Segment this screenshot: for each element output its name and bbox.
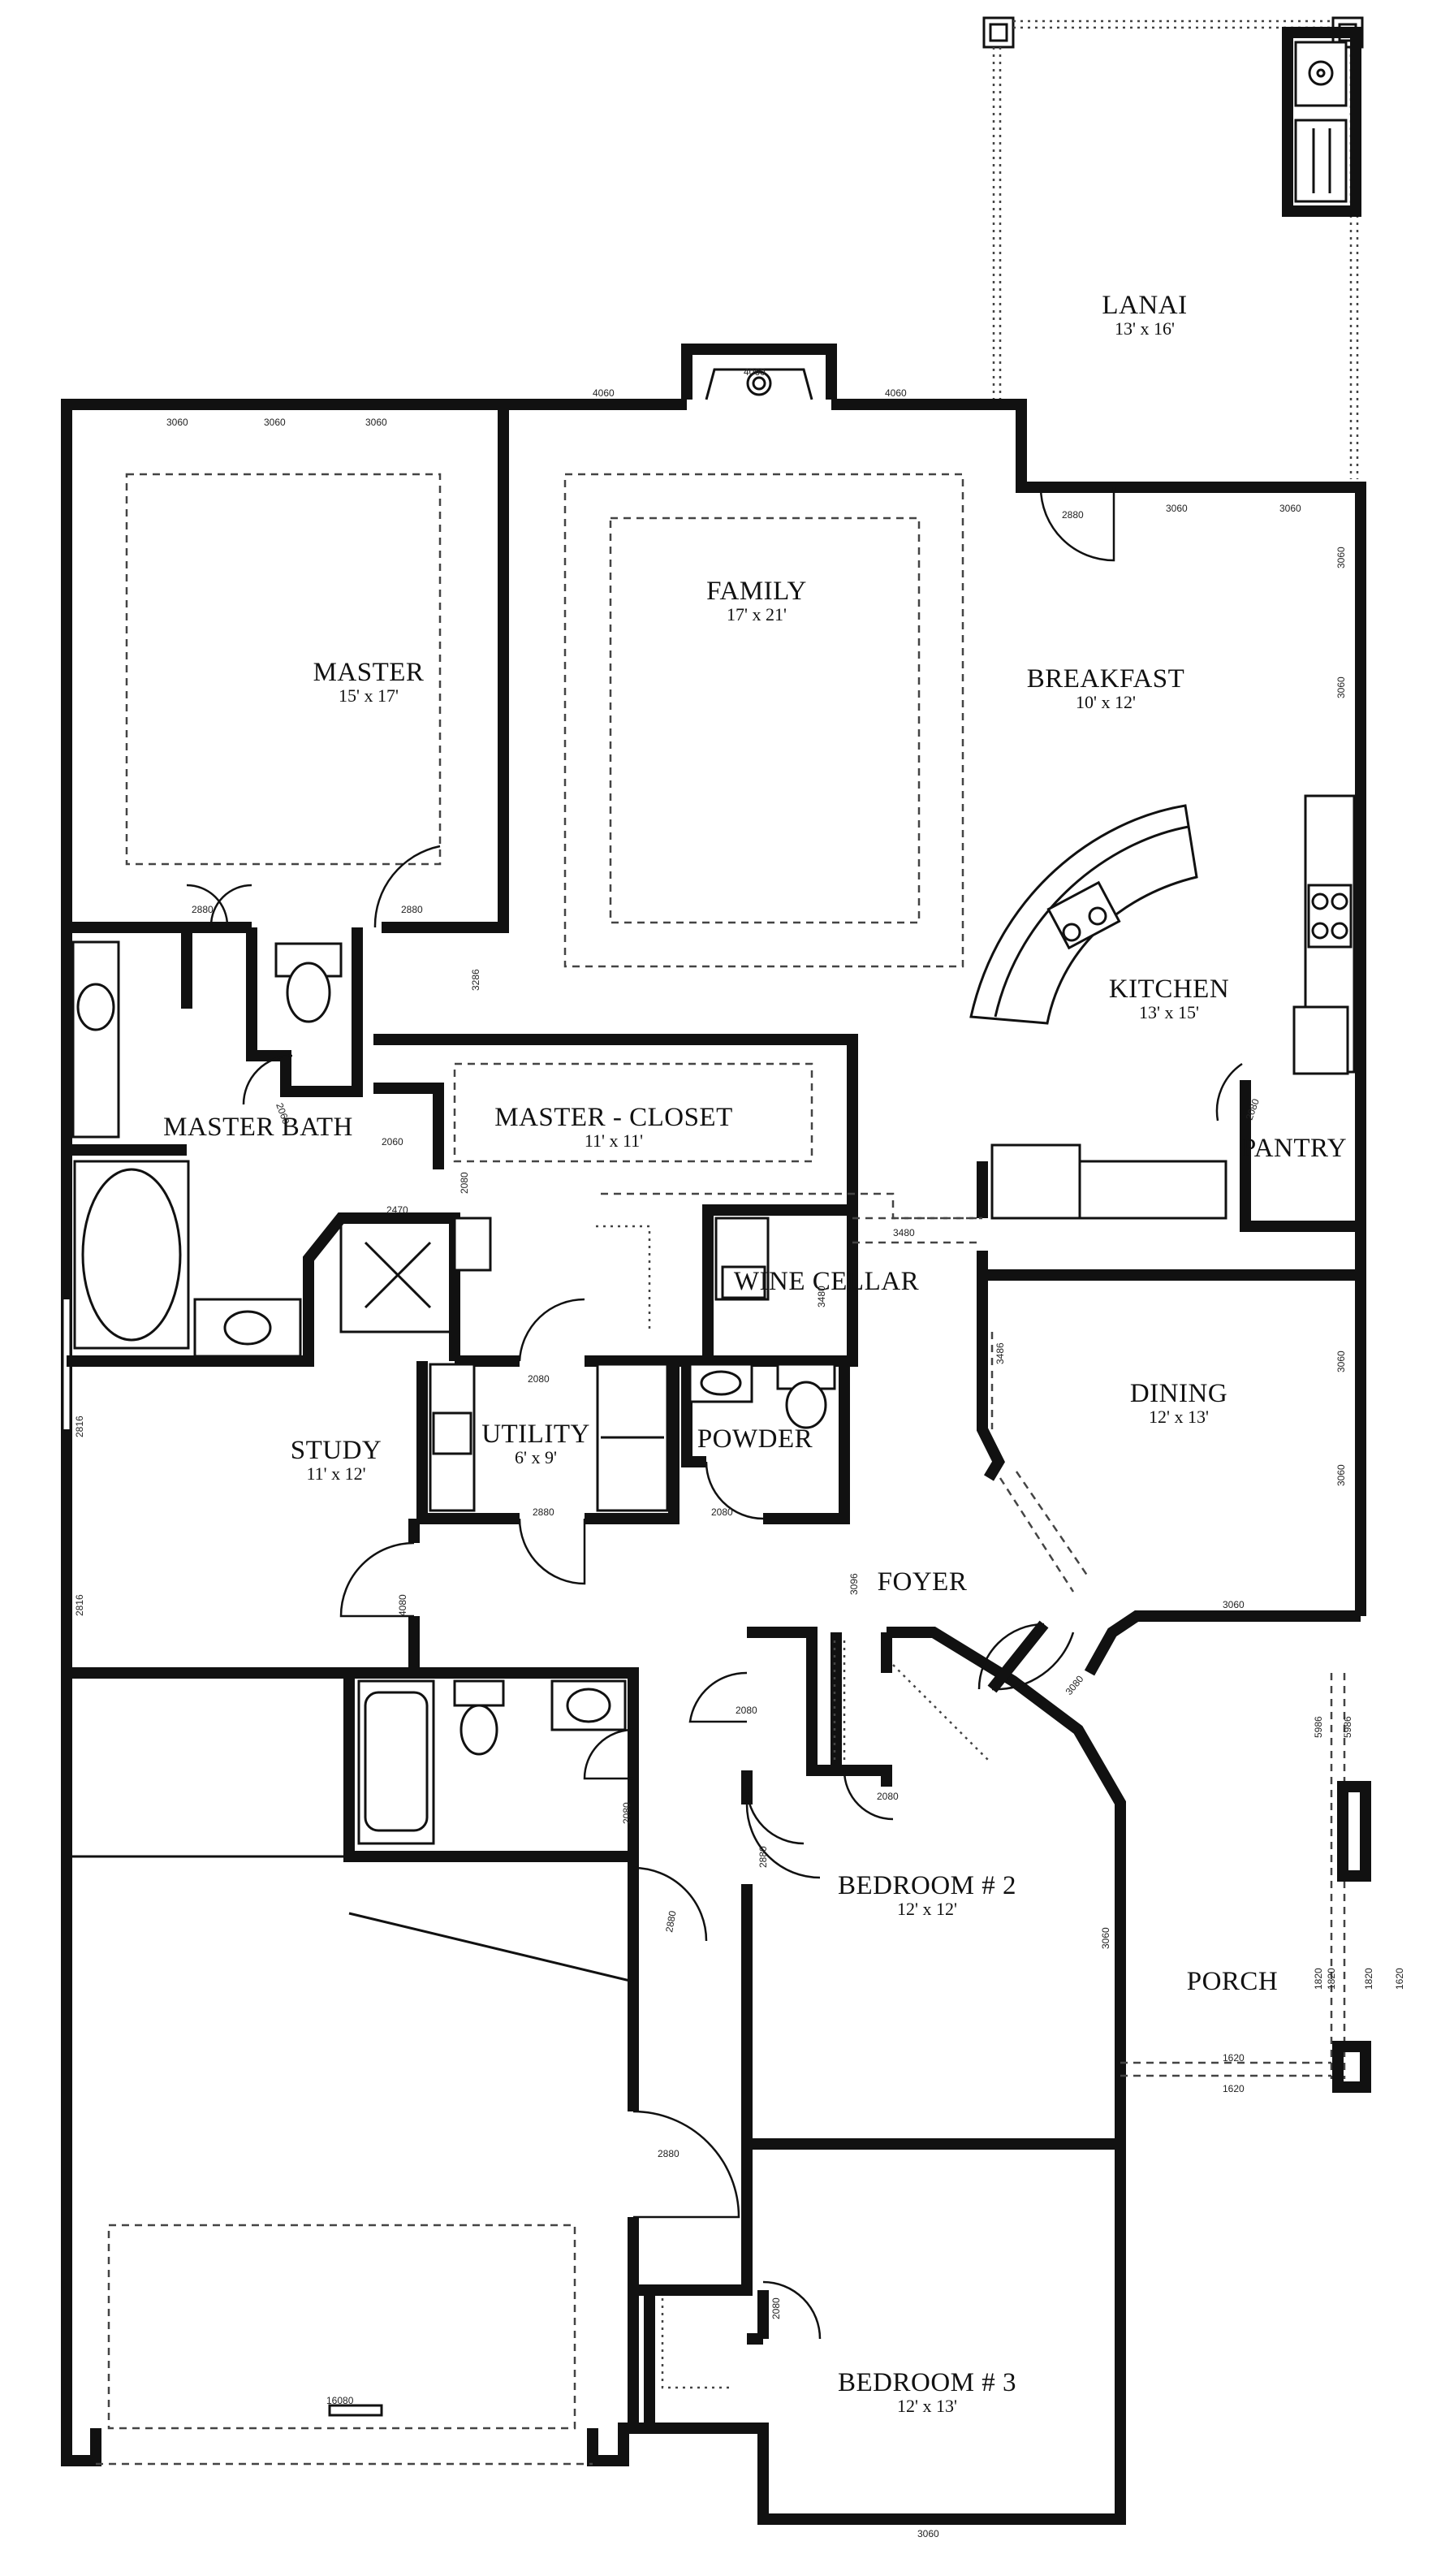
room-dims-utility: 6' x 9' (515, 1447, 557, 1467)
room-labels: LANAI 13' x 16' FAMILY 17' x 21' MASTER … (163, 291, 1347, 2416)
room-dims-study: 11' x 12' (306, 1463, 365, 1484)
window-tag: 3060 (166, 417, 188, 428)
door-tag: 2880 (663, 1909, 678, 1933)
door-tag: 2080 (770, 2297, 782, 2319)
window-tag: 3060 (1335, 1351, 1347, 1372)
door-tag: 2080 (736, 1705, 757, 1716)
door-tag: 2880 (658, 2148, 680, 2159)
room-dims-bedroom-2: 12' x 12' (897, 1899, 957, 1919)
window-tag: 2816 (74, 1416, 85, 1437)
door-tag: 2080 (528, 1373, 550, 1385)
door-tag: 2080 (459, 1172, 470, 1194)
window-tag: 3060 (1335, 676, 1347, 698)
door-swings (186, 486, 1243, 2340)
window-tag: 3060 (264, 417, 286, 428)
room-name-bedroom-3: BEDROOM # 3 (838, 2368, 1016, 2397)
porch-tag: 1820 (1363, 1968, 1374, 1990)
door-tag: 3480 (816, 1286, 827, 1307)
door-tag: 2080 (877, 1791, 899, 1802)
room-name-bedroom-2: BEDROOM # 2 (838, 1871, 1016, 1900)
door-tag: 2880 (401, 904, 423, 915)
room-name-dining: DINING (1130, 1379, 1227, 1408)
room-name-pantry: PANTRY (1241, 1134, 1347, 1163)
window-tag: 3060 (1335, 547, 1347, 568)
porch-tag: 1820 (1326, 1968, 1337, 1990)
window-tag: 3060 (365, 417, 387, 428)
room-name-study: STUDY (291, 1436, 382, 1465)
door-tag: 2880 (192, 904, 214, 915)
porch-tag: 1620 (1223, 2083, 1245, 2094)
porch-tag: 1620 (1223, 2052, 1245, 2064)
window-tag: 3060 (1223, 1599, 1245, 1610)
porch-tag: 1620 (1394, 1968, 1405, 1990)
lanai-structure (982, 16, 1364, 479)
room-name-breakfast: BREAKFAST (1027, 664, 1185, 694)
door-tag: 3080 (1063, 1673, 1086, 1697)
fireplace (681, 344, 837, 400)
room-dims-family: 17' x 21' (727, 604, 787, 625)
window-tag: 4060 (593, 387, 615, 399)
size-tags: 3060 3060 3060 4060 4060 4060 2880 3060 … (74, 366, 1405, 2539)
fixtures (71, 794, 1371, 2417)
exterior-walls (61, 399, 1366, 2525)
door-tag: 2880 (533, 1506, 554, 1518)
room-name-utility: UTILITY (481, 1420, 590, 1449)
room-dims-kitchen: 13' x 15' (1139, 1002, 1199, 1022)
door-tag: 3480 (893, 1227, 915, 1238)
window-tag: 3060 (1100, 1927, 1111, 1949)
door-tag: 2880 (1062, 509, 1084, 521)
room-dims-master: 15' x 17' (339, 685, 399, 706)
room-name-master: MASTER (313, 658, 425, 687)
window-tag: 2816 (74, 1594, 85, 1616)
room-name-porch: PORCH (1187, 1967, 1279, 1996)
door-tag: 2080 (711, 1506, 733, 1518)
room-dims-lanai: 13' x 16' (1115, 318, 1175, 339)
room-name-kitchen: KITCHEN (1109, 975, 1229, 1004)
room-name-foyer: FOYER (878, 1567, 968, 1597)
door-tag: 3486 (994, 1342, 1006, 1364)
window-tag: 2470 (386, 1204, 408, 1216)
door-tag: 3286 (470, 969, 481, 991)
room-name-powder: POWDER (697, 1424, 813, 1454)
porch-tag: 1820 (1313, 1968, 1324, 1990)
room-name-family: FAMILY (706, 577, 807, 606)
window-tag: 3060 (917, 2528, 939, 2539)
ceiling-outlines (67, 473, 1346, 2466)
window-tag: 4060 (885, 387, 907, 399)
porch-tag: 5986 (1342, 1716, 1353, 1738)
room-name-master-closet: MASTER - CLOSET (494, 1103, 733, 1132)
window-tag: 3060 (1335, 1464, 1347, 1486)
room-dims-bedroom-3: 12' x 13' (897, 2396, 957, 2416)
room-dims-master-closet: 11' x 11' (585, 1130, 643, 1151)
window-tag: 3060 (1279, 503, 1301, 514)
door-tag: 3096 (848, 1573, 860, 1595)
room-name-lanai: LANAI (1102, 291, 1187, 320)
door-tag: 2060 (382, 1136, 403, 1148)
porch-tag: 5986 (1313, 1716, 1324, 1738)
door-tag: 4080 (397, 1594, 408, 1616)
room-dims-breakfast: 10' x 12' (1076, 692, 1136, 712)
door-tag: 2880 (757, 1846, 769, 1868)
room-name-master-bath: MASTER BATH (163, 1113, 353, 1142)
room-name-wine-cellar: WINE CELLAR (734, 1267, 919, 1296)
window-tag: 3060 (1166, 503, 1188, 514)
garage-door-tag: 16080 (326, 2395, 354, 2406)
room-dims-dining: 12' x 13' (1149, 1407, 1209, 1427)
window-tag: 4060 (744, 366, 766, 378)
door-tag: 2080 (621, 1802, 632, 1824)
